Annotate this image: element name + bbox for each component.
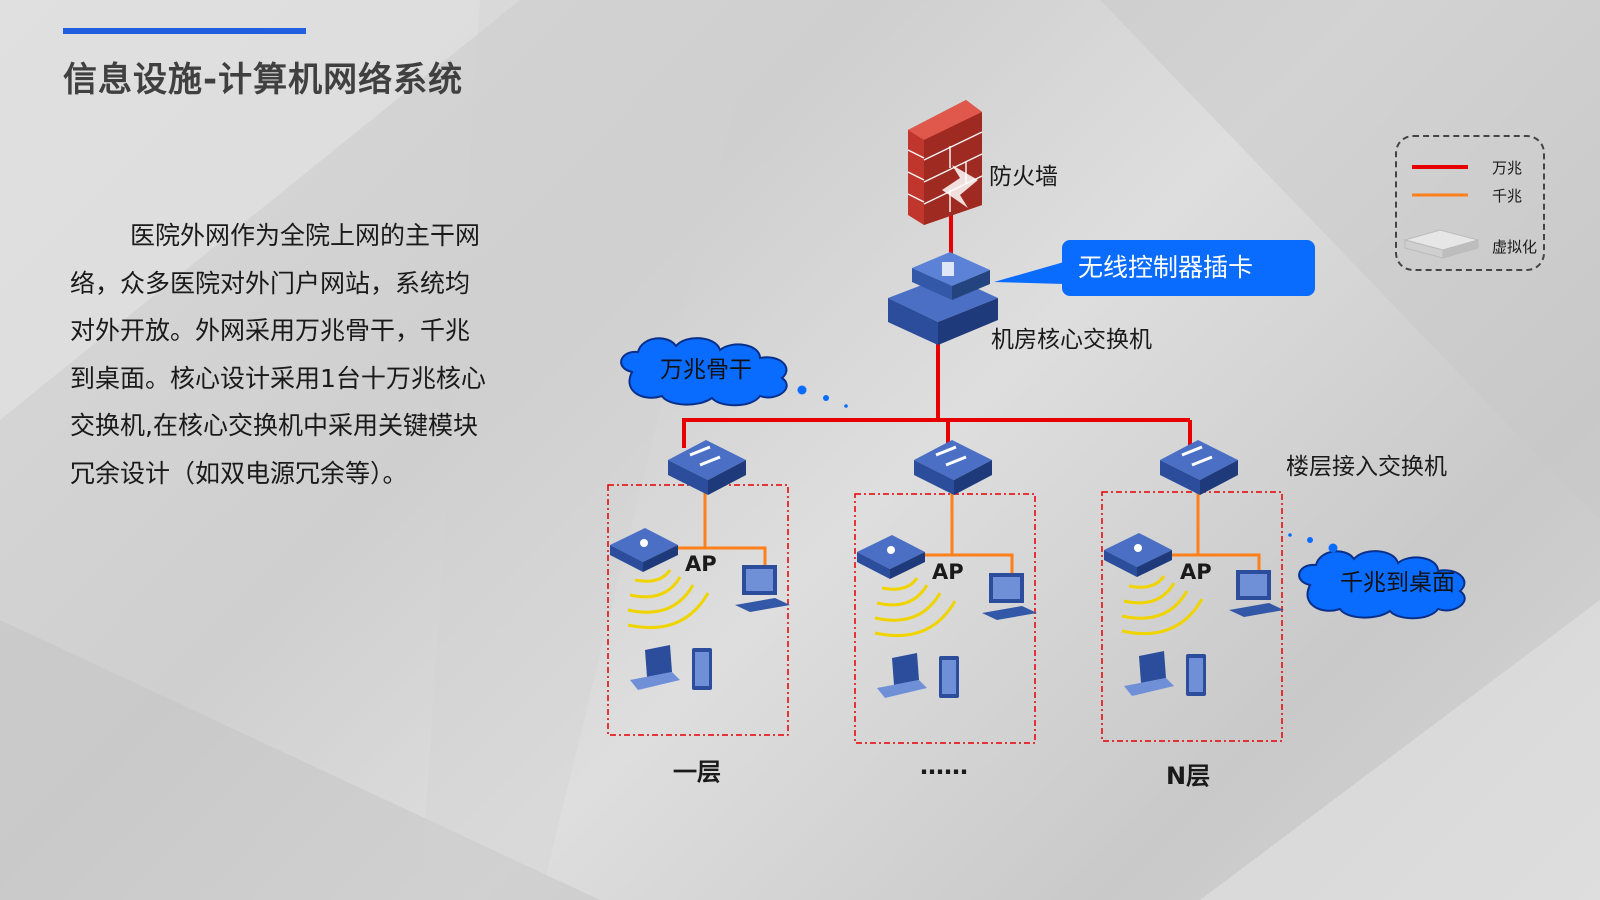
backbone-cloud-icon — [620, 337, 788, 407]
wifi-waves-icon-n — [1121, 575, 1204, 636]
legend-10g-label: 万兆 — [1492, 159, 1523, 177]
backbone-cloud-label: 万兆骨干 — [660, 357, 752, 383]
wifi-waves-icon-1 — [627, 569, 710, 630]
legend-virtual-label: 虚拟化 — [1492, 238, 1538, 256]
floor-label-n: N层 — [1166, 762, 1211, 790]
ap-icon-2 — [857, 535, 925, 579]
wifi-waves-icon-2 — [874, 577, 957, 638]
floor-label-middle: …… — [920, 752, 968, 780]
wireless-controller-callout: 无线控制器插卡 — [1062, 240, 1315, 296]
desktop-cloud-label: 千兆到桌面 — [1340, 570, 1455, 596]
firewall-label: 防火墙 — [989, 164, 1058, 190]
ap-label-2: AP — [932, 560, 964, 584]
core-switch-icon — [888, 252, 998, 345]
callout-pointer — [994, 262, 1064, 284]
title-accent-bar — [63, 28, 306, 34]
ap-label-n: AP — [1180, 560, 1212, 584]
access-switch-icon-2 — [914, 440, 992, 495]
ap-icon-1 — [610, 528, 678, 572]
ap-icon-n — [1104, 533, 1172, 577]
pc-icon-1 — [735, 565, 790, 612]
access-switch-label: 楼层接入交换机 — [1286, 454, 1447, 480]
laptop-icon-n — [1124, 651, 1174, 696]
ap-label-1: AP — [685, 552, 717, 576]
tablet-icon-n — [1186, 654, 1206, 696]
pc-icon-n — [1229, 570, 1284, 617]
laptop-icon-2 — [877, 653, 927, 698]
floor-box-n — [1101, 491, 1283, 742]
tablet-icon-1 — [692, 648, 712, 690]
access-switch-icon-n — [1160, 440, 1238, 495]
intro-paragraph: 医院外网作为全院上网的主干网络，众多医院对外门户网站，系统均对外开放。外网采用万… — [70, 221, 486, 488]
virtual-switch-icon — [1403, 229, 1480, 259]
floor-box-2 — [854, 493, 1036, 744]
legend-1g-label: 千兆 — [1492, 187, 1523, 205]
core-switch-label: 机房核心交换机 — [991, 327, 1152, 353]
tablet-icon-2 — [939, 656, 959, 698]
page-title: 信息设施-计算机网络系统 — [63, 60, 464, 100]
pc-icon-2 — [982, 573, 1037, 620]
laptop-icon-1 — [630, 645, 680, 690]
access-switch-icon-1 — [668, 440, 746, 495]
legend-box — [1395, 135, 1545, 271]
floor-label-1: 一层 — [673, 758, 721, 786]
firewall-icon — [907, 100, 983, 225]
